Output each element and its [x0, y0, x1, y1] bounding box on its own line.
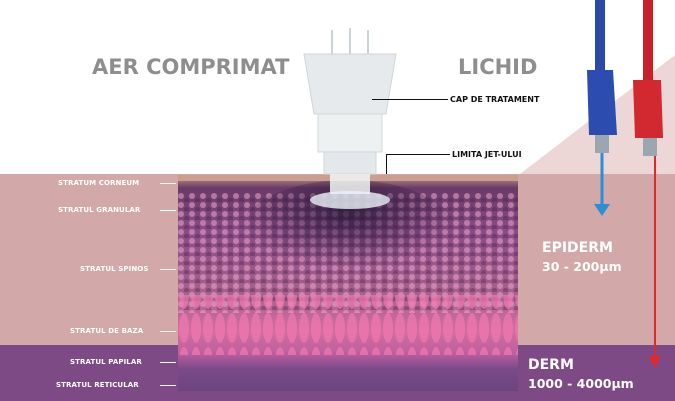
leader-line	[160, 362, 176, 363]
zone-epiderm-range: 30 - 200µm	[542, 259, 622, 274]
layer-label-stratum-corneum: STRATUM CORNEUM	[58, 179, 139, 187]
layer-label-baza: STRATUL DE BAZA	[70, 327, 143, 335]
zone-derm-name: DERM	[528, 357, 574, 373]
heading-liquid: LICHID	[458, 55, 537, 79]
heading-compressed-air: AER COMPRIMAT	[92, 55, 289, 79]
treatment-cap-icon	[290, 28, 410, 213]
zone-derm-range: 1000 - 4000µm	[528, 376, 634, 391]
callout-jet-limit: LIMITA JET-ULUI	[452, 150, 522, 159]
tubes-and-arrows	[575, 0, 675, 401]
layer-label-spinos: STRATUL SPINOS	[80, 265, 148, 273]
callout-treatment-cap: CAP DE TRATAMENT	[450, 95, 539, 104]
callout-line	[386, 154, 387, 174]
leader-line	[160, 331, 176, 332]
layer-label-reticular: STRATUL RETICULAR	[56, 381, 139, 389]
blue-tube-icon	[587, 0, 617, 216]
callout-line	[386, 154, 450, 155]
layer-label-granular: STRATUL GRANULAR	[58, 206, 140, 214]
zone-epiderm-name: EPIDERM	[542, 240, 613, 256]
layer-label-papilar: STRATUL PAPILAR	[70, 358, 142, 366]
leader-line	[160, 385, 176, 386]
leader-line	[160, 210, 176, 211]
red-tube-icon	[633, 0, 663, 368]
leader-line	[160, 269, 176, 270]
callout-line	[372, 99, 448, 100]
leader-line	[160, 183, 176, 184]
